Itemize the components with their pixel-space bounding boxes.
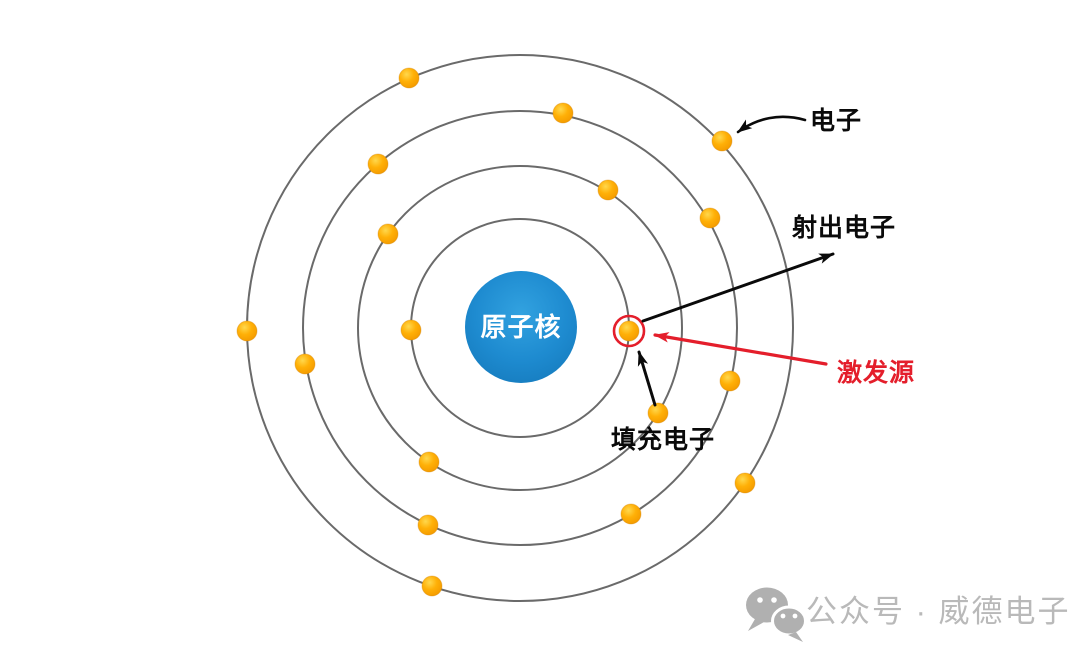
nucleus-circle: [465, 271, 577, 383]
ejected-electron-label: 射出电子: [791, 214, 896, 242]
electron-dot: [398, 67, 420, 89]
excitation-source-arrow: [653, 332, 828, 366]
electron-dot: [400, 319, 422, 341]
filling-electron-arrow: [637, 350, 657, 407]
electron-dot: [417, 514, 439, 536]
nucleus-label: 原子核: [480, 312, 561, 342]
electron-dot: [711, 130, 733, 152]
orbit-ring: [302, 110, 738, 546]
electron-dot: [734, 472, 756, 494]
nucleus: 原子核: [465, 271, 577, 383]
excited-electron-ring: [612, 314, 646, 348]
electrons: [236, 67, 756, 597]
electron-dot: [620, 503, 642, 525]
electron-dot: [597, 179, 619, 201]
ejected-electron-arrow: [641, 252, 835, 323]
excitation-source-label: 激发源: [837, 358, 915, 387]
electron-dot: [367, 153, 389, 175]
electron-dot: [647, 402, 669, 424]
electron-dot: [377, 223, 399, 245]
electron-dot: [418, 451, 440, 473]
electron-dot: [421, 575, 443, 597]
orbit-ring: [357, 165, 683, 491]
excited-electron: [618, 320, 640, 342]
filling-electron-label: 填充电子: [611, 425, 715, 454]
annotation-arrows: [637, 115, 835, 407]
watermark-text: 公众号 · 威德电子: [806, 594, 1071, 629]
electron-dot: [294, 353, 316, 375]
electron-dot: [552, 102, 574, 124]
electron-dot: [236, 320, 258, 342]
electron-dot: [719, 370, 741, 392]
electron-pointer-arrow: [736, 115, 807, 134]
electron-label: 电子: [810, 107, 862, 135]
watermark: 公众号 · 威德电子: [746, 587, 1071, 642]
electron-dot: [699, 207, 721, 229]
wechat-icon: [746, 587, 807, 642]
